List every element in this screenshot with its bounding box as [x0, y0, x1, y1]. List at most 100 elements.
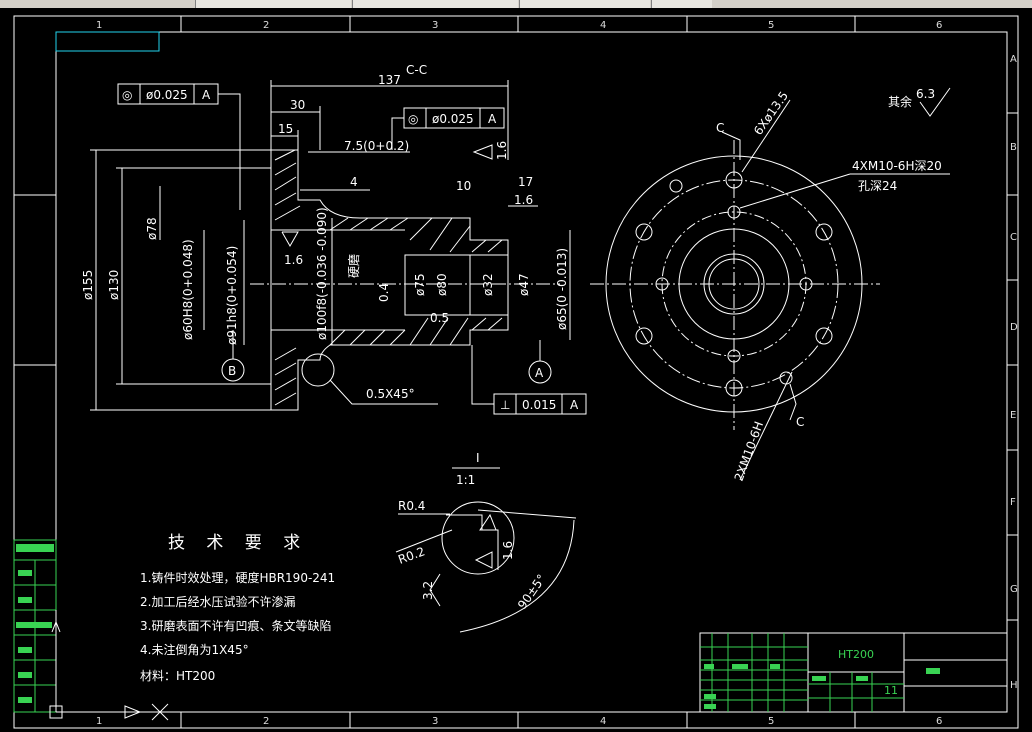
- svg-text:R0.4: R0.4: [398, 499, 425, 513]
- zone-num: 2: [263, 20, 269, 31]
- svg-text:F: F: [1010, 497, 1016, 508]
- svg-text:7.5(0+0.2): 7.5(0+0.2): [344, 139, 409, 153]
- svg-text:3.2: 3.2: [421, 581, 435, 600]
- detail-scale: 1:1: [456, 473, 475, 487]
- corner-box: [55, 31, 160, 52]
- outer-frame: [13, 15, 1019, 729]
- datum-a: A: [535, 366, 544, 380]
- svg-text:其余: 其余: [888, 94, 912, 109]
- svg-text:1.6: 1.6: [501, 541, 515, 560]
- detail-label: I: [476, 451, 480, 465]
- svg-text:90±5°: 90±5°: [515, 572, 549, 612]
- section-label: C-C: [406, 63, 427, 77]
- cut-c-top: C: [716, 121, 724, 135]
- svg-text:4XM10-6H深20: 4XM10-6H深20: [852, 159, 942, 173]
- left-side-strip: [13, 539, 57, 713]
- zone-num: 2: [263, 716, 269, 727]
- svg-text:4: 4: [350, 175, 358, 189]
- title-block-qty: 11: [884, 684, 898, 697]
- zone-num: 1: [96, 20, 102, 31]
- svg-text:ø47: ø47: [517, 273, 531, 296]
- datum-b: B: [228, 364, 236, 378]
- zone-num: 3: [432, 20, 438, 31]
- inner-frame: [55, 31, 1008, 713]
- svg-text:2XM10-6H: 2XM10-6H: [732, 420, 767, 483]
- svg-text:0.4: 0.4: [377, 283, 391, 302]
- svg-text:R0.2: R0.2: [396, 544, 427, 567]
- svg-text:A: A: [570, 398, 579, 412]
- svg-text:H: H: [1010, 680, 1018, 691]
- zone-num: 1: [96, 716, 102, 727]
- svg-text:硬磨: 硬磨: [347, 254, 361, 278]
- toolbar-segment: [651, 0, 712, 8]
- roughness-other: 其余 6.3: [888, 87, 951, 117]
- front-view: C C 6Xø13.5 4XM10-6H深20 孔深24 2XM10-6H: [590, 89, 950, 483]
- svg-text:ø78: ø78: [145, 217, 159, 240]
- svg-text:◎: ◎: [408, 112, 418, 126]
- svg-text:C: C: [1010, 232, 1017, 243]
- svg-text:ø80: ø80: [435, 273, 449, 296]
- zone-letter-labels: A B C D E F G H: [1010, 54, 1018, 691]
- title-block-material: HT200: [838, 648, 874, 661]
- window-titlebar-strip: [0, 0, 1032, 8]
- svg-text:B: B: [1010, 142, 1017, 153]
- detail-view: I 1:1 1.6 R0.4 R0.2 3.2 90±5°: [395, 451, 577, 633]
- svg-text:1.6: 1.6: [284, 253, 303, 267]
- svg-text:D: D: [1010, 322, 1018, 333]
- svg-text:A: A: [1010, 54, 1017, 65]
- svg-text:0.5X45°: 0.5X45°: [366, 387, 415, 401]
- zone-ticks: [14, 16, 1018, 728]
- requirement-item: 3.研磨表面不许有凹痕、条文等缺陷: [140, 618, 331, 633]
- svg-text:ø91h8(0+0.054): ø91h8(0+0.054): [225, 246, 239, 345]
- requirements-title: 技 术 要 求: [168, 533, 308, 553]
- zone-num: 3: [432, 716, 438, 727]
- ucs-icon: [49, 610, 169, 721]
- toolbar-segment: [195, 0, 351, 8]
- svg-text:孔深24: 孔深24: [858, 179, 897, 193]
- svg-text:ø100f8(-0.036 -0.090): ø100f8(-0.036 -0.090): [315, 207, 329, 340]
- svg-text:6.3: 6.3: [916, 87, 935, 101]
- svg-text:G: G: [1010, 584, 1018, 595]
- svg-text:ø130: ø130: [107, 270, 121, 300]
- zone-num: 5: [768, 716, 774, 727]
- svg-text:⊥: ⊥: [500, 398, 510, 412]
- svg-text:ø32: ø32: [481, 273, 495, 296]
- svg-text:10: 10: [456, 179, 471, 193]
- svg-text:0.015: 0.015: [522, 398, 556, 412]
- cad-drawing-canvas[interactable]: 1 2 3 4 5 6 1 2 3 4 5 6 A B C D E F G H: [0, 8, 1032, 732]
- svg-text:15: 15: [278, 122, 293, 136]
- svg-text:ø0.025: ø0.025: [146, 88, 188, 102]
- zone-num: 5: [768, 20, 774, 31]
- zone-number-labels: 1 2 3 4 5 6 1 2 3 4 5 6: [96, 20, 942, 727]
- title-block: HT200 11: [699, 632, 1008, 713]
- svg-text:17: 17: [518, 175, 533, 189]
- requirement-item: 1.铸件时效处理，硬度HBR190-241: [140, 570, 335, 585]
- svg-text:ø155: ø155: [81, 270, 95, 300]
- dim-137: 137: [378, 73, 401, 87]
- toolbar-segment: [519, 0, 650, 8]
- svg-text:A: A: [202, 88, 211, 102]
- svg-text:1.6: 1.6: [495, 141, 509, 160]
- svg-text:0.5: 0.5: [430, 311, 449, 325]
- svg-text:A: A: [488, 112, 497, 126]
- technical-requirements: 技 术 要 求 1.铸件时效处理，硬度HBR190-241 2.加工后经水压试验…: [140, 533, 335, 683]
- svg-text:◎: ◎: [122, 88, 132, 102]
- cut-c-bottom: C: [796, 415, 804, 429]
- svg-text:ø0.025: ø0.025: [432, 112, 474, 126]
- zone-num: 6: [936, 20, 942, 31]
- svg-text:ø60H8(0+0.048): ø60H8(0+0.048): [181, 239, 195, 340]
- svg-text:ø75: ø75: [413, 273, 427, 296]
- toolbar-segment: [352, 0, 518, 8]
- requirement-item: 4.未注倒角为1X45°: [140, 642, 249, 657]
- svg-text:6Xø13.5: 6Xø13.5: [751, 89, 791, 138]
- zone-num: 6: [936, 716, 942, 727]
- svg-text:E: E: [1010, 410, 1016, 421]
- svg-text:30: 30: [290, 98, 305, 112]
- svg-text:ø65(0 -0.013): ø65(0 -0.013): [555, 248, 569, 330]
- zone-num: 4: [600, 716, 606, 727]
- requirement-material: 材料：HT200: [140, 669, 215, 683]
- requirement-item: 2.加工后经水压试验不许渗漏: [140, 594, 295, 609]
- zone-num: 4: [600, 20, 606, 31]
- svg-text:1.6: 1.6: [514, 193, 533, 207]
- section-view: C-C 137 30 15 7.5(0+0.2) 4 ◎ ø0.025 A ◎ …: [81, 63, 587, 415]
